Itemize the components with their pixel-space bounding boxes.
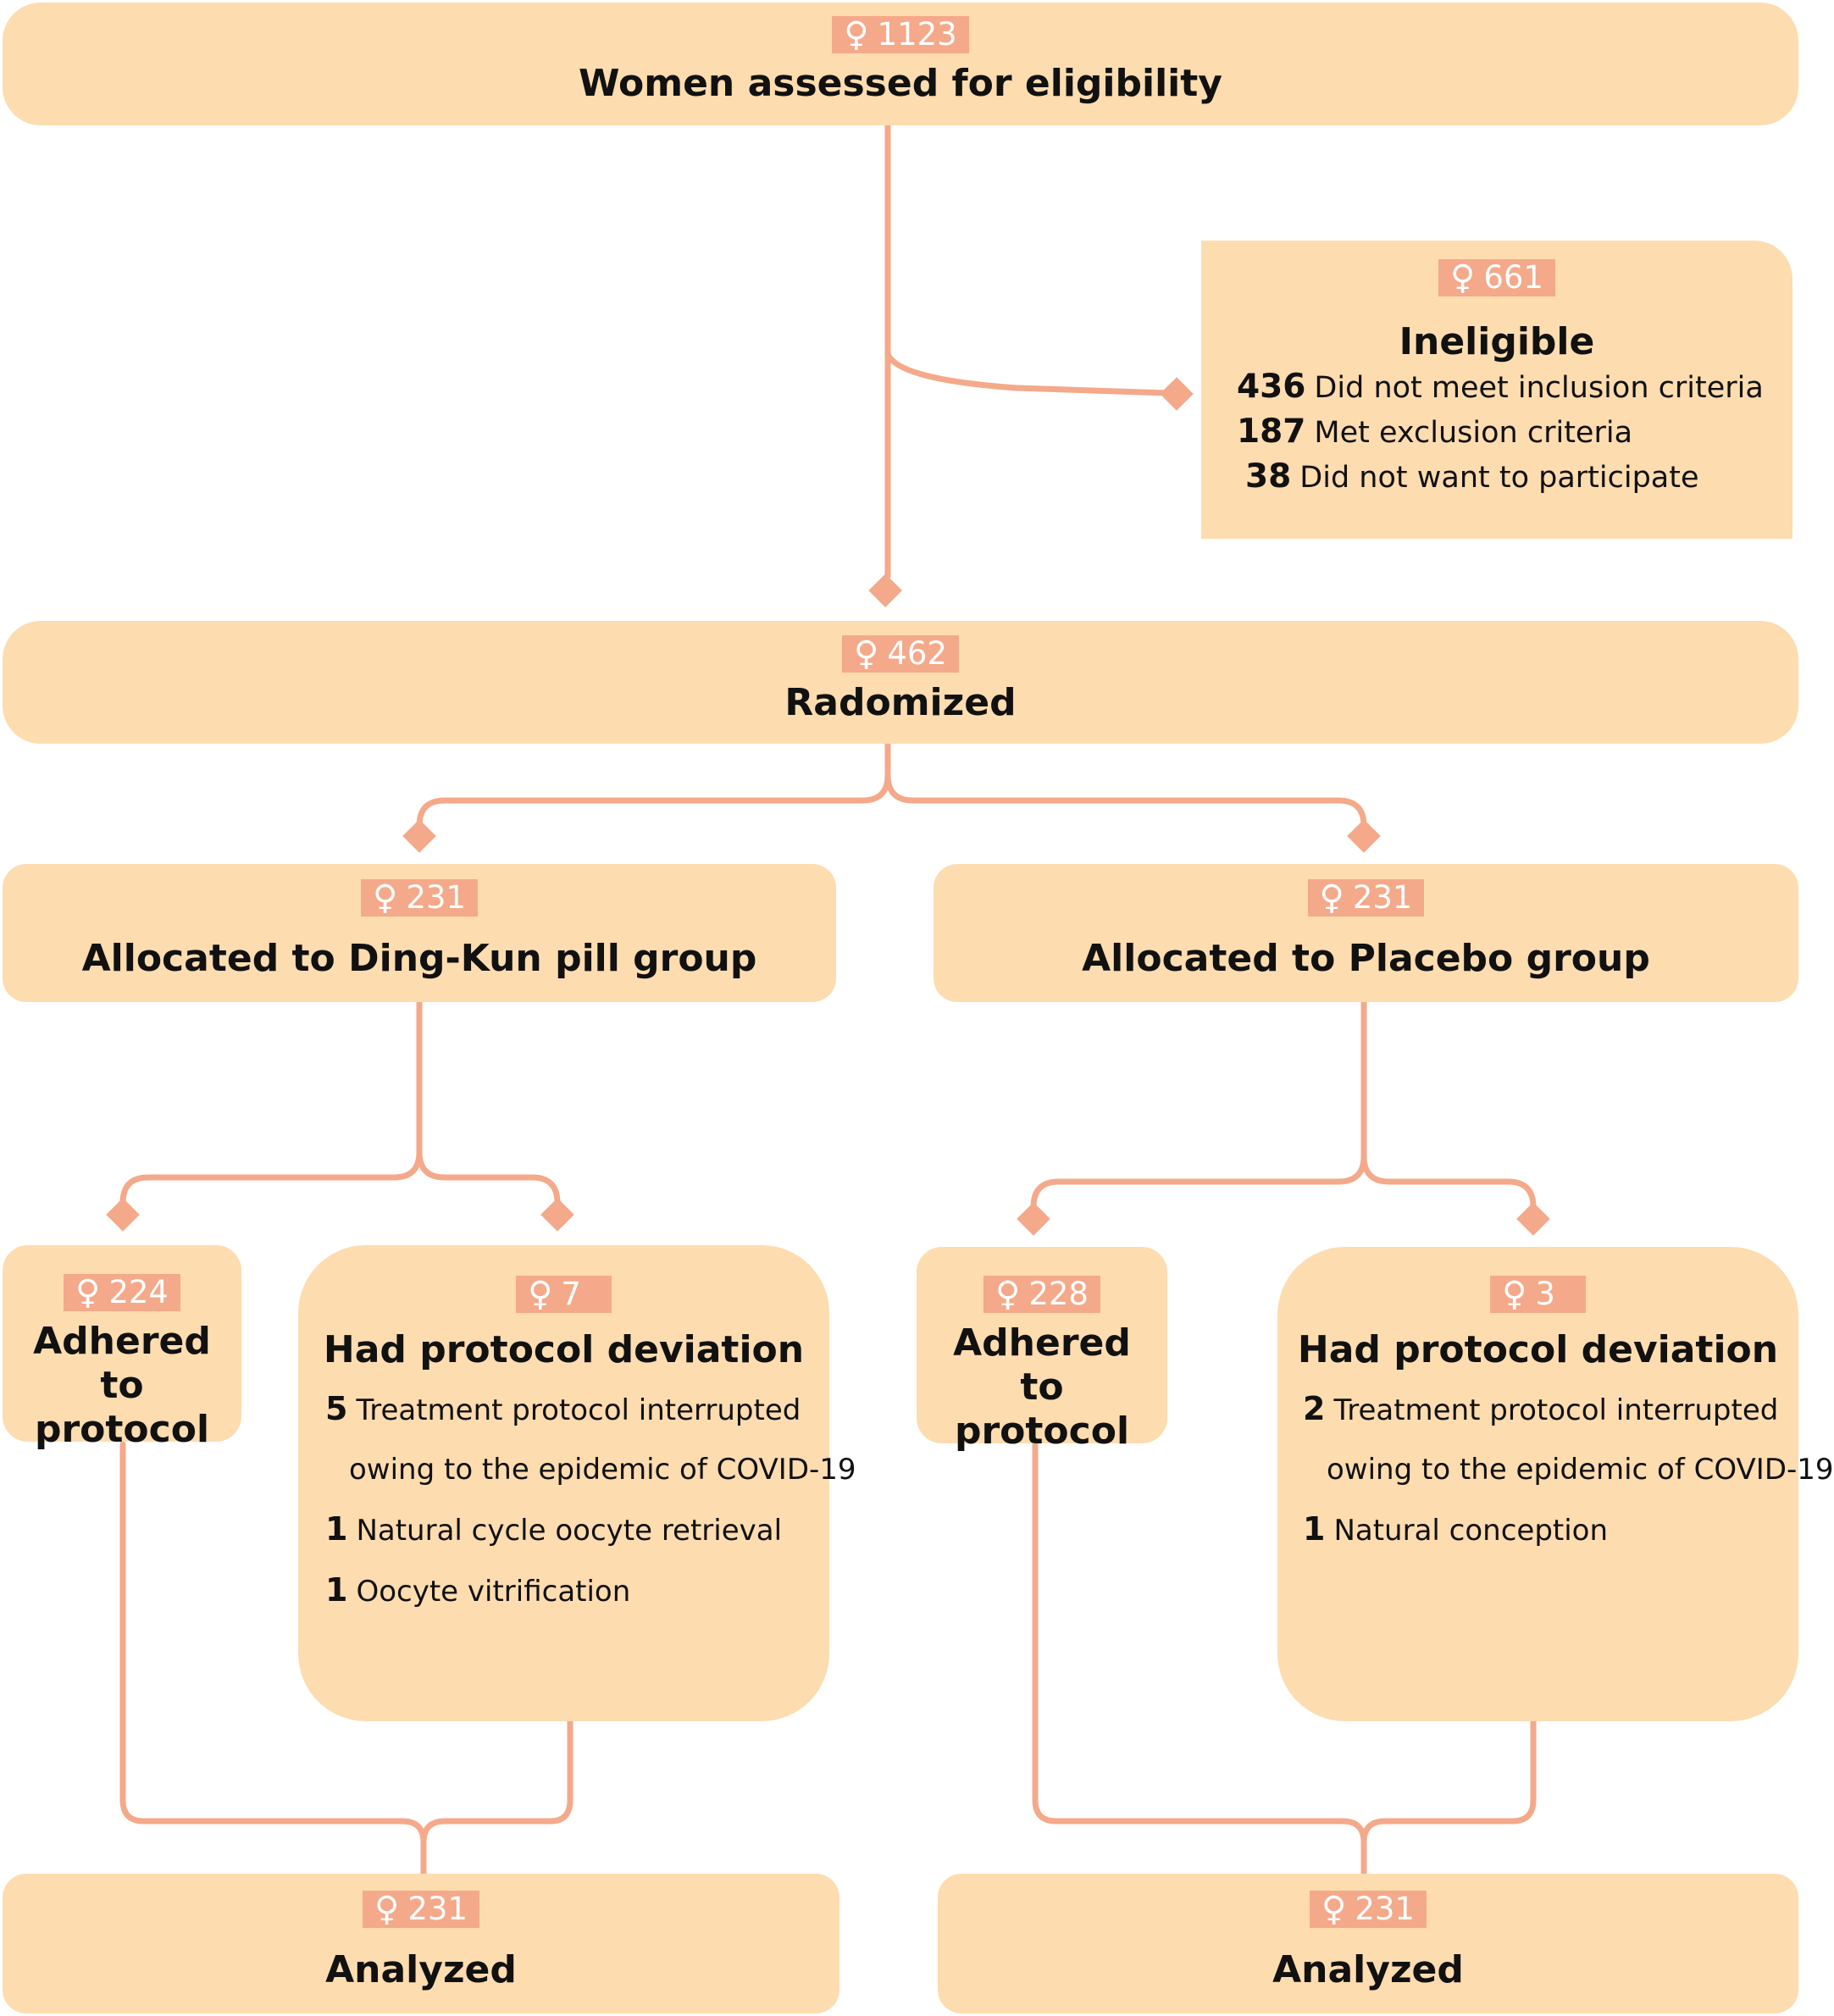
list-item: 1 Oocyte vitrification: [325, 1560, 829, 1621]
connector-group1-merge: [119, 1441, 573, 1877]
deviation-item-count: 1: [1303, 1510, 1326, 1548]
randomized-count: 462: [887, 635, 947, 672]
count-badge: ♀ 3: [1490, 1276, 1586, 1313]
count-badge: ♀ 231: [361, 879, 478, 917]
deviation-label: Had protocol deviation: [1297, 1328, 1779, 1371]
arrowhead-diamond: [1160, 377, 1194, 411]
list-item: 187 Met exclusion criteria: [1237, 413, 1792, 452]
reason-text: Met exclusion criteria: [1314, 416, 1633, 450]
analyzed-label: Analyzed: [325, 1948, 517, 1991]
female-symbol-icon: ♀: [373, 878, 398, 917]
adhered-count: 224: [108, 1274, 169, 1310]
allocated-label: Allocated to Ding-Kun pill group: [81, 937, 757, 980]
screening-count: 1123: [877, 16, 957, 53]
arrowhead-diamond: [868, 573, 902, 607]
count-badge: ♀ 231: [363, 1891, 479, 1928]
female-symbol-icon: ♀: [1502, 1275, 1527, 1314]
deviation-item-count: 5: [325, 1390, 348, 1427]
arrowhead-diamond: [106, 1198, 140, 1232]
adhered-label: Adhered to protocol: [953, 1321, 1131, 1453]
count-badge: ♀ 661: [1438, 259, 1555, 296]
deviation-count: 7: [561, 1276, 581, 1312]
deviation-item-text: Oocyte vitrification: [356, 1575, 631, 1609]
connector-group2-merge: [1032, 1441, 1537, 1877]
ineligible-reasons: 436 Did not meet inclusion criteria 187 …: [1201, 368, 1792, 497]
list-item: 38 Did not want to participate: [1237, 457, 1792, 497]
ineligible-label: Ineligible: [1399, 320, 1595, 363]
screening-label: Women assessed for eligibility: [579, 62, 1222, 105]
arrowhead-diamond: [402, 819, 436, 853]
deviation-item-text: Treatment protocol interrupted: [1333, 1393, 1779, 1427]
female-symbol-icon: ♀: [854, 634, 879, 673]
deviation-placebo-box: ♀ 3 Had protocol deviation 2 Treatment p…: [1277, 1247, 1834, 1721]
adhered-count: 228: [1028, 1276, 1089, 1312]
list-item: 2 Treatment protocol interrupted: [1303, 1379, 1798, 1440]
deviation-item-text: Natural cycle oocyte retrieval: [356, 1514, 783, 1548]
deviation-item-count: 1: [325, 1510, 348, 1548]
count-badge: ♀ 231: [1310, 1891, 1427, 1928]
deviation-items: 5 Treatment protocol interrupted owing t…: [298, 1379, 856, 1621]
deviation-item-text: Natural conception: [1333, 1514, 1609, 1548]
count-badge: ♀ 462: [842, 635, 959, 673]
randomized-box: ♀ 462 Radomized: [3, 621, 1798, 744]
female-symbol-icon: ♀: [374, 1890, 400, 1929]
female-symbol-icon: ♀: [844, 15, 869, 54]
female-symbol-icon: ♀: [1321, 1890, 1347, 1929]
arrowhead-diamond: [540, 1198, 574, 1232]
count-badge: ♀ 7: [516, 1276, 612, 1313]
adhered-label: Adhered to protocol: [33, 1320, 211, 1451]
analyzed-label: Analyzed: [1272, 1948, 1464, 1991]
screening-box: ♀ 1123 Women assessed for eligibility: [3, 3, 1798, 125]
allocated-count: 231: [1352, 879, 1413, 916]
deviation-ding-kun-box: ♀ 7 Had protocol deviation 5 Treatment p…: [298, 1245, 856, 1721]
reason-text: Did not want to participate: [1299, 461, 1699, 495]
count-badge: ♀ 224: [64, 1274, 180, 1311]
allocated-label: Allocated to Placebo group: [1082, 937, 1650, 980]
female-symbol-icon: ♀: [1450, 258, 1476, 297]
count-badge: ♀ 231: [1307, 878, 1425, 917]
deviation-item-count: 2: [1303, 1390, 1326, 1427]
count-badge: ♀ 1123: [832, 15, 969, 54]
deviation-item-count: 1: [325, 1571, 348, 1609]
ineligible-count: 661: [1483, 259, 1543, 296]
list-item: 1 Natural conception: [1303, 1499, 1798, 1560]
list-item: 436 Did not meet inclusion criteria: [1237, 368, 1792, 407]
list-item: 5 Treatment protocol interrupted: [325, 1379, 829, 1440]
allocated-placebo-box: ♀ 231 Allocated to Placebo group: [934, 864, 1798, 1002]
randomized-label: Radomized: [784, 681, 1017, 724]
ineligible-box: ♀ 661 Ineligible 436 Did not meet inclus…: [1201, 241, 1792, 539]
arrowhead-diamond: [1516, 1202, 1550, 1236]
reason-count: 38: [1245, 457, 1292, 496]
female-symbol-icon: ♀: [75, 1273, 101, 1312]
adhered-placebo-box: ♀ 228 Adhered to protocol: [917, 1247, 1167, 1453]
connector-group2-split: [1030, 999, 1537, 1215]
deviation-item-text: Treatment protocol interrupted: [356, 1393, 801, 1427]
allocated-ding-kun-box: ♀ 231 Allocated to Ding-Kun pill group: [3, 864, 836, 1002]
deviation-label: Had protocol deviation: [323, 1328, 805, 1371]
adhered-ding-kun-box: ♀ 224 Adhered to protocol: [3, 1245, 241, 1451]
analyzed-count: 231: [407, 1891, 468, 1927]
deviation-item-continuation: owing to the epidemic of COVID-19: [1327, 1453, 1834, 1487]
analyzed-placebo-box: ♀ 231 Analyzed: [938, 1874, 1798, 2013]
female-symbol-icon: ♀: [528, 1275, 553, 1314]
connector-to-ineligible: [884, 351, 1171, 396]
reason-count: 436: [1237, 368, 1306, 406]
analyzed-count: 231: [1355, 1891, 1415, 1927]
reason-count: 187: [1237, 413, 1306, 451]
deviation-count: 3: [1535, 1276, 1555, 1312]
list-item: 1 Natural cycle oocyte retrieval: [325, 1499, 829, 1560]
count-badge: ♀ 228: [983, 1276, 1100, 1313]
connector-group1-split: [119, 999, 561, 1210]
deviation-item-continuation: owing to the epidemic of COVID-19: [349, 1453, 856, 1487]
reason-text: Did not meet inclusion criteria: [1314, 371, 1764, 405]
connector-randomized-split: [416, 740, 1367, 835]
allocated-count: 231: [406, 879, 466, 916]
arrowhead-diamond: [1347, 819, 1381, 853]
deviation-items: 2 Treatment protocol interrupted owing t…: [1277, 1379, 1834, 1560]
arrowhead-diamond: [1017, 1202, 1050, 1236]
female-symbol-icon: ♀: [1319, 878, 1344, 917]
analyzed-ding-kun-box: ♀ 231 Analyzed: [3, 1874, 839, 2013]
female-symbol-icon: ♀: [995, 1275, 1021, 1314]
